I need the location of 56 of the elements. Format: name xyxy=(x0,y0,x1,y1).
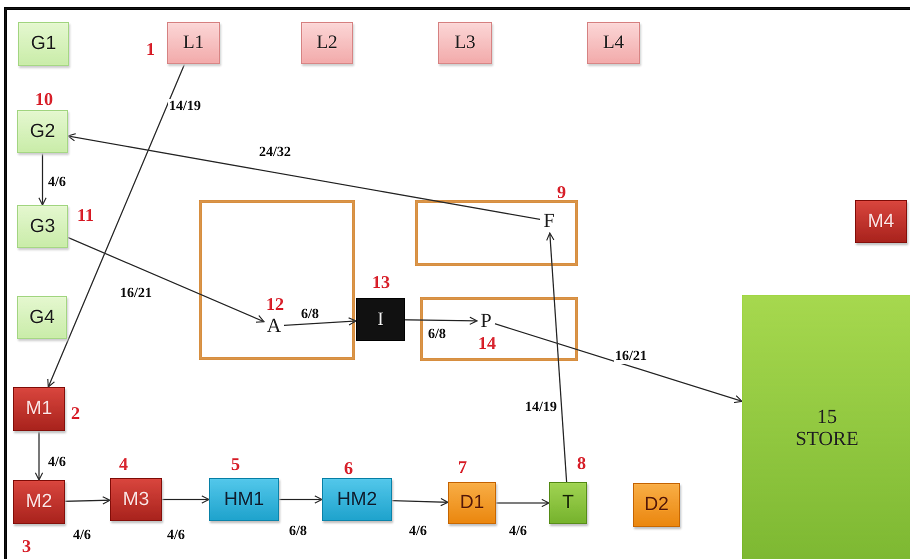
arrow xyxy=(494,323,743,404)
arrow xyxy=(284,317,357,326)
station-number: 14 xyxy=(478,334,496,352)
arrow xyxy=(546,232,568,482)
station-number: 4 xyxy=(119,455,128,473)
station-box: L4 xyxy=(587,22,640,64)
station-box: G3 xyxy=(17,205,68,248)
machine-box: HM2 xyxy=(322,478,392,521)
area-outline xyxy=(199,200,355,360)
machine-box: M1 xyxy=(13,387,65,431)
arrow xyxy=(38,153,47,206)
station-box: L3 xyxy=(438,22,492,64)
machine-box: M4 xyxy=(855,200,907,243)
station-number: 12 xyxy=(266,295,284,313)
arrow xyxy=(496,498,550,508)
station-box: L2 xyxy=(301,22,353,64)
area-number: 15 xyxy=(817,406,837,428)
station-number: 6 xyxy=(344,459,353,477)
machine-box: I xyxy=(356,298,405,341)
arrow xyxy=(47,64,186,388)
station-number: 5 xyxy=(231,455,240,473)
station-number: 1 xyxy=(146,40,155,58)
station-box: L1 xyxy=(167,22,220,64)
station-box: G2 xyxy=(17,110,68,153)
machine-box: T xyxy=(549,482,587,524)
arrow xyxy=(405,316,478,325)
arrow xyxy=(162,495,210,504)
point-label: F xyxy=(540,209,558,233)
machine-box: M3 xyxy=(110,478,162,521)
arrow xyxy=(392,498,449,506)
point-label: P xyxy=(477,309,495,333)
station-number: 3 xyxy=(22,537,31,555)
arrow xyxy=(34,431,44,481)
store-area xyxy=(742,295,910,559)
station-number: 7 xyxy=(458,458,467,476)
station-box: G4 xyxy=(17,296,67,339)
edge-label: 16/21 xyxy=(614,349,648,364)
area-outline xyxy=(415,200,578,266)
arrow xyxy=(67,133,540,220)
station-number: 9 xyxy=(557,183,566,201)
station-number: 8 xyxy=(577,454,586,472)
machine-box: M2 xyxy=(13,480,65,524)
arrow xyxy=(64,496,111,505)
machine-box: D1 xyxy=(448,482,496,524)
station-number: 2 xyxy=(71,404,80,422)
arrow xyxy=(279,495,323,504)
station-box: G1 xyxy=(18,22,69,66)
area-label: STORE xyxy=(796,428,858,450)
station-number: 11 xyxy=(77,206,94,224)
arrow xyxy=(68,236,265,323)
station-number: 10 xyxy=(35,90,53,108)
machine-box: HM1 xyxy=(209,478,279,521)
area-outline xyxy=(420,297,578,361)
station-number: 13 xyxy=(372,273,390,291)
machine-box: D2 xyxy=(633,483,680,527)
point-label: A xyxy=(264,314,284,338)
